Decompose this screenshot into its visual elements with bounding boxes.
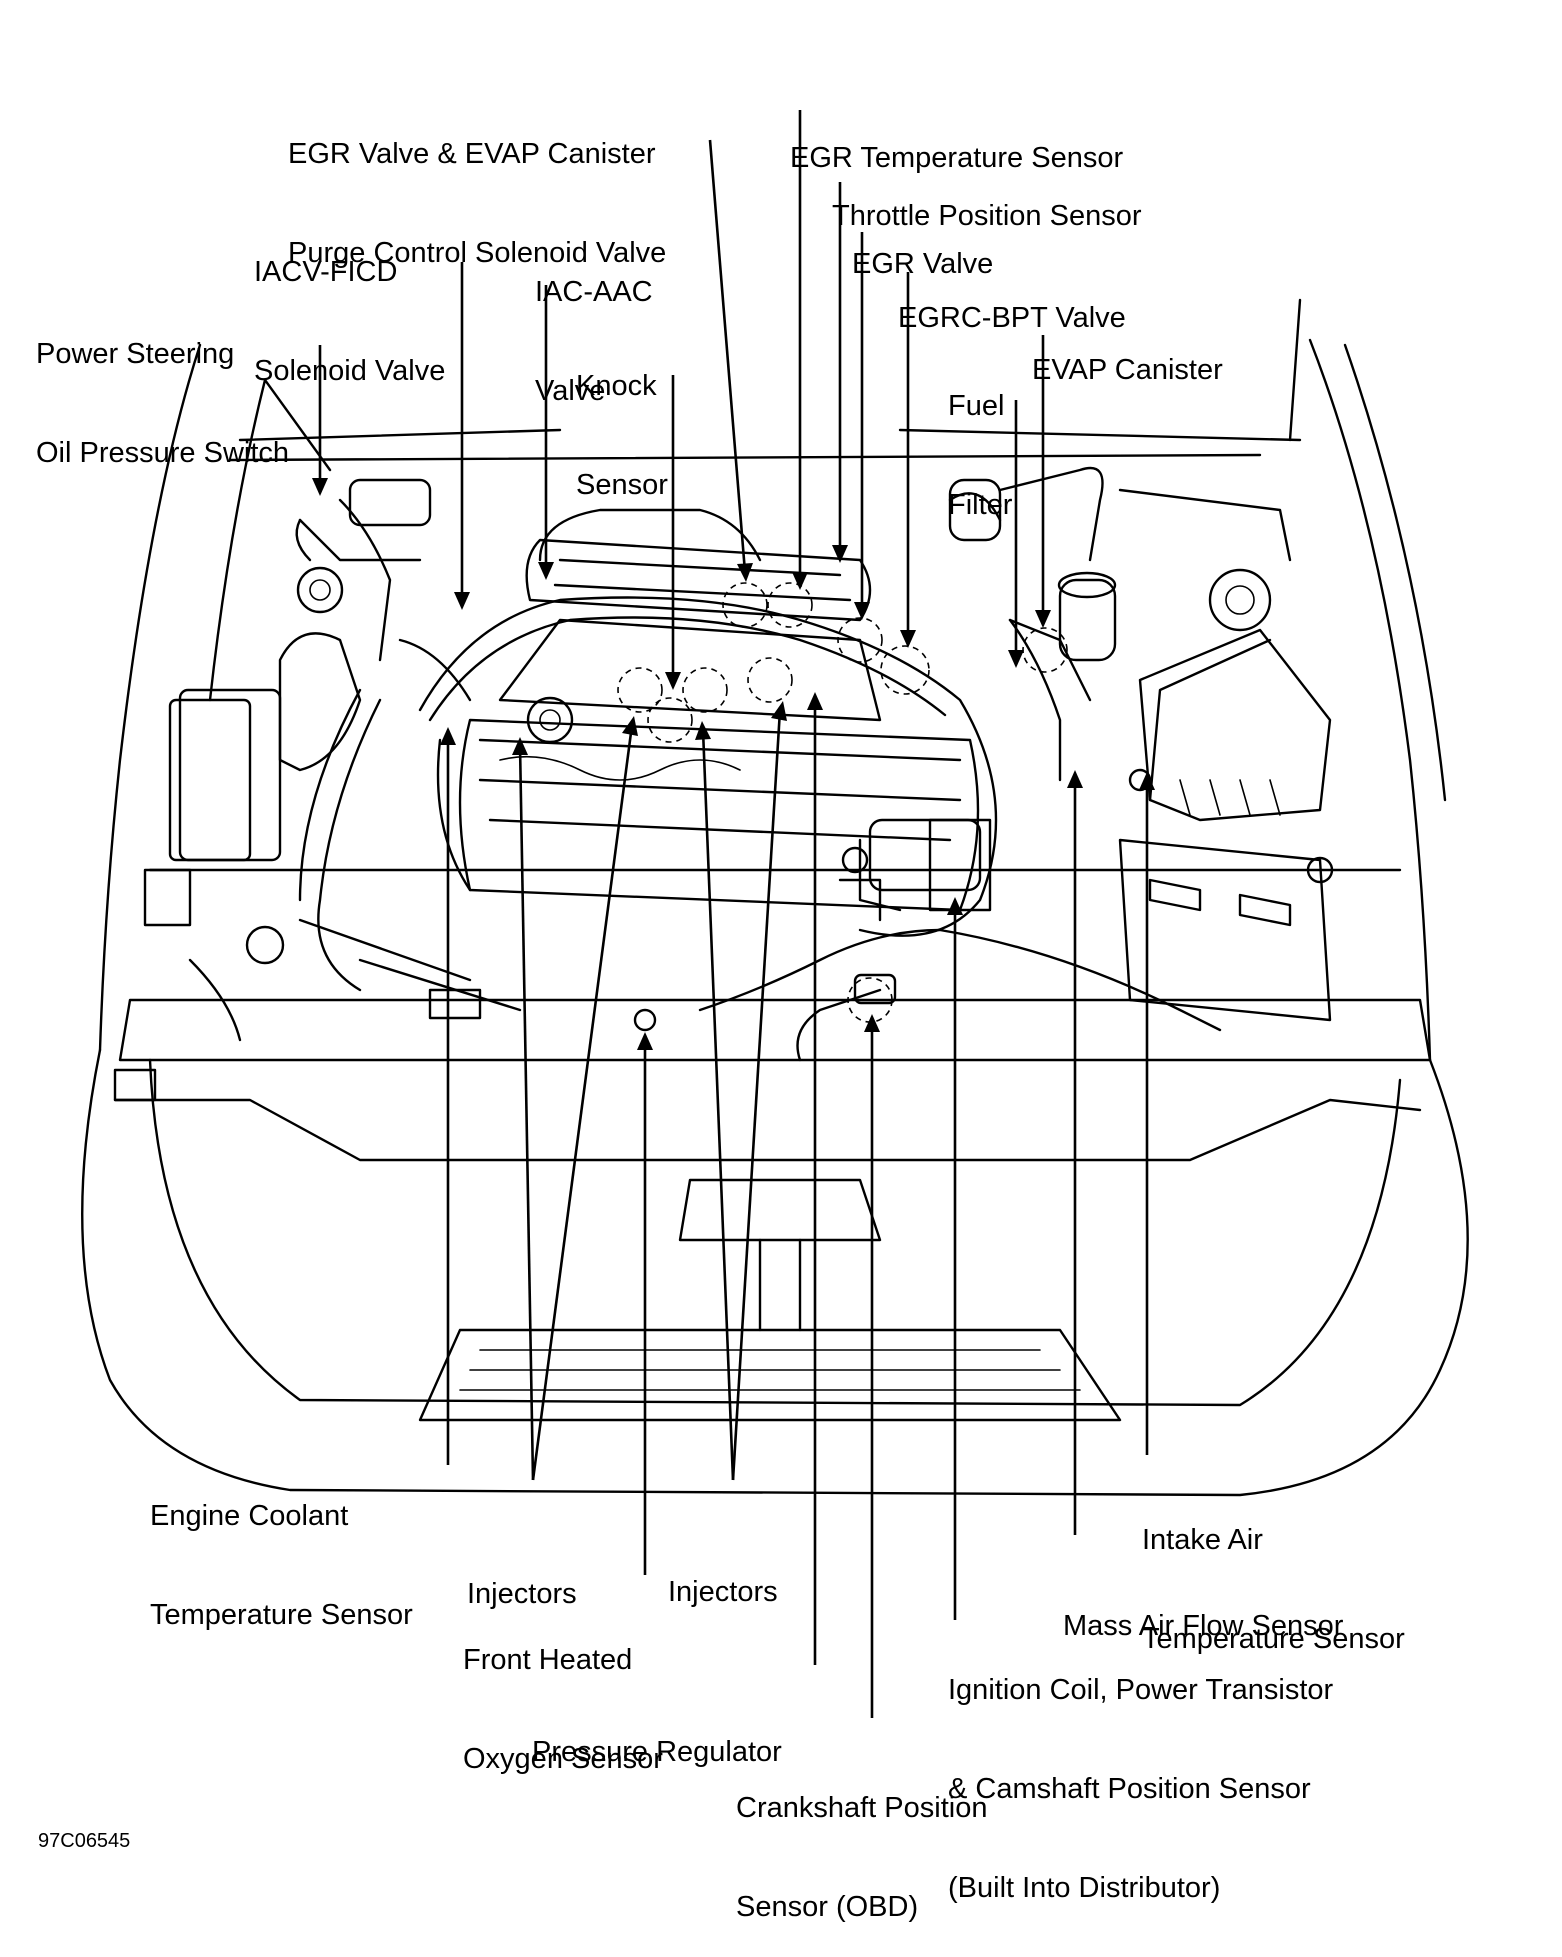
label-line: EGR Valve <box>852 248 994 280</box>
label-line: IAC-AAC <box>535 276 653 308</box>
label-line: Knock <box>576 370 657 402</box>
label-engine-coolant-temperature-sensor: Engine Coolant Temperature Sensor <box>150 1434 413 1665</box>
label-line: Injectors <box>467 1578 577 1610</box>
label-line: Valve <box>535 375 606 407</box>
label-line: EGR Temperature Sensor <box>790 142 1124 174</box>
label-injectors-right: Injectors <box>668 1510 778 1642</box>
distributor <box>796 818 992 1062</box>
label-throttle-position-sensor: Throttle Position Sensor <box>832 134 1141 266</box>
label-line: Oxygen Sensor <box>463 1743 663 1775</box>
label-egr-temperature-sensor: EGR Temperature Sensor <box>790 76 1123 208</box>
label-line: Temperature Sensor <box>150 1599 413 1631</box>
label-line: Front Heated <box>463 1644 633 1676</box>
label-egr-valve-evap-purge-solenoid: EGR Valve & EVAP Canister Purge Control … <box>288 72 666 303</box>
label-egrc-bpt-valve: EGRC-BPT Valve <box>898 236 1126 368</box>
engine-block <box>298 538 980 1032</box>
label-line: Engine Coolant <box>150 1500 349 1532</box>
label-line: Fuel <box>948 390 1005 422</box>
label-intake-air-temperature-sensor: Intake Air Temperature Sensor <box>1142 1458 1405 1689</box>
label-line: Intake Air <box>1142 1524 1263 1556</box>
label-ignition-coil-power-transistor: Ignition Coil, Power Transistor & Camsha… <box>948 1608 1333 1938</box>
left-components <box>143 478 432 1042</box>
label-line: Throttle Position Sensor <box>832 200 1142 232</box>
label-line: Mass Air Flow Sensor <box>1063 1610 1344 1642</box>
label-line: Filter <box>948 489 1013 521</box>
label-line: Power Steering <box>36 338 235 370</box>
label-line: & Camshaft Position Sensor <box>948 1773 1311 1805</box>
label-egr-valve: EGR Valve <box>852 182 993 314</box>
hood-outline <box>98 298 1447 1062</box>
label-line: Solenoid Valve <box>254 355 446 387</box>
label-line: Injectors <box>668 1576 778 1608</box>
label-line: (Built Into Distributor) <box>948 1872 1221 1904</box>
label-mass-air-flow-sensor: Mass Air Flow Sensor <box>1063 1544 1343 1676</box>
label-pressure-regulator: Pressure Regulator <box>532 1670 782 1802</box>
label-iacv-ficd-solenoid-valve: IACV-FICD Solenoid Valve <box>254 190 445 421</box>
label-line: Pressure Regulator <box>532 1736 782 1768</box>
right-components <box>948 466 1334 1022</box>
label-line: Oil Pressure Switch <box>36 437 290 469</box>
label-line: Purge Control Solenoid Valve <box>288 237 667 269</box>
label-line: EVAP Canister <box>1032 354 1223 386</box>
label-knock-sensor: Knock Sensor <box>576 304 668 535</box>
label-power-steering-oil-pressure-switch: Power Steering Oil Pressure Switch <box>36 272 289 503</box>
component-location-circles <box>617 582 1068 1023</box>
label-line: Sensor <box>576 469 668 501</box>
radiator-support <box>113 428 1432 1102</box>
label-front-heated-oxygen-sensor: Front Heated Oxygen Sensor <box>463 1578 663 1809</box>
figure-code: 97C06545 <box>38 1830 131 1852</box>
engine-compartment-diagram <box>81 110 1469 1718</box>
label-line: Temperature Sensor <box>1142 1623 1405 1655</box>
label-evap-canister: EVAP Canister <box>1032 288 1223 420</box>
label-injectors-left: Injectors <box>467 1512 577 1644</box>
label-fuel-filter: Fuel Filter <box>948 324 1012 555</box>
label-line: EGR Valve & EVAP Canister <box>288 138 656 170</box>
label-line: EGRC-BPT Valve <box>898 302 1126 334</box>
label-iac-aac-valve: IAC-AAC Valve <box>535 210 653 441</box>
body-outline <box>81 1048 1469 1497</box>
label-line: Ignition Coil, Power Transistor <box>948 1674 1334 1706</box>
label-line: IACV-FICD <box>254 256 398 288</box>
leader-lines <box>312 110 1155 1718</box>
label-line: Crankshaft Position <box>736 1792 988 1824</box>
